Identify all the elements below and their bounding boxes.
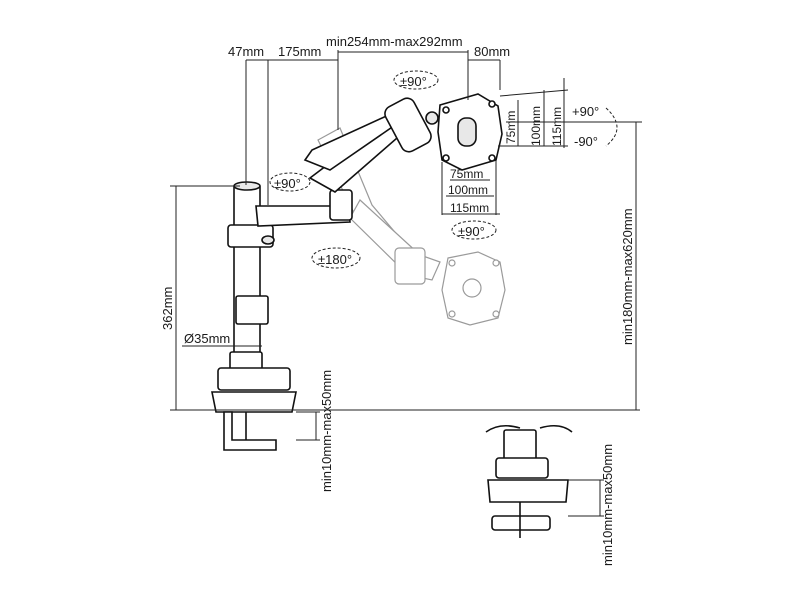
- grommet-mount-inset: [485, 424, 604, 538]
- vesa-v-115: 115mm: [550, 107, 564, 146]
- dim-vesa-offset: 80mm: [474, 44, 510, 59]
- clamp-jaw: [223, 411, 277, 451]
- rot-tilt-down: -90°: [574, 134, 598, 149]
- vesa-plate: [437, 93, 503, 171]
- pole-assembly: [211, 181, 297, 451]
- dim-pole-height: 362mm: [160, 287, 175, 330]
- vesa-h-100: 100mm: [448, 183, 488, 197]
- vesa-h-115: 115mm: [450, 201, 489, 215]
- dim-pole-diameter: Ø35mm: [184, 331, 230, 346]
- dim-arm-extension: min254mm-max292mm: [326, 34, 463, 49]
- cable-clip: [235, 295, 269, 325]
- rot-base-swivel: ±180°: [318, 252, 352, 267]
- vesa-h-75: 75mm: [450, 167, 483, 181]
- vesa-v-75: 75mm: [504, 111, 518, 144]
- clamp-plate: [211, 391, 297, 413]
- rot-plate: ±90°: [458, 224, 485, 239]
- dimension-lines: [170, 50, 642, 441]
- dim-grommet-thickness: min10mm-max50mm: [600, 444, 615, 566]
- rot-tilt-top: ±90°: [400, 74, 427, 89]
- base-clamp-top: [217, 367, 291, 391]
- rot-arm-joint: ±90°: [274, 176, 301, 191]
- arm-head: [384, 97, 432, 153]
- dim-clamp-thickness: min10mm-max50mm: [319, 370, 334, 492]
- rot-tilt-up: +90°: [572, 104, 599, 119]
- dim-arm-segment: 175mm: [278, 44, 321, 59]
- dim-height-range: min180mm-max620mm: [620, 208, 635, 345]
- vesa-v-100: 100mm: [529, 106, 543, 146]
- rotation-indicators: [269, 70, 618, 269]
- dim-pole-offset: 47mm: [228, 44, 264, 59]
- lower-arm: [255, 205, 351, 227]
- arm-assembly: [255, 97, 439, 227]
